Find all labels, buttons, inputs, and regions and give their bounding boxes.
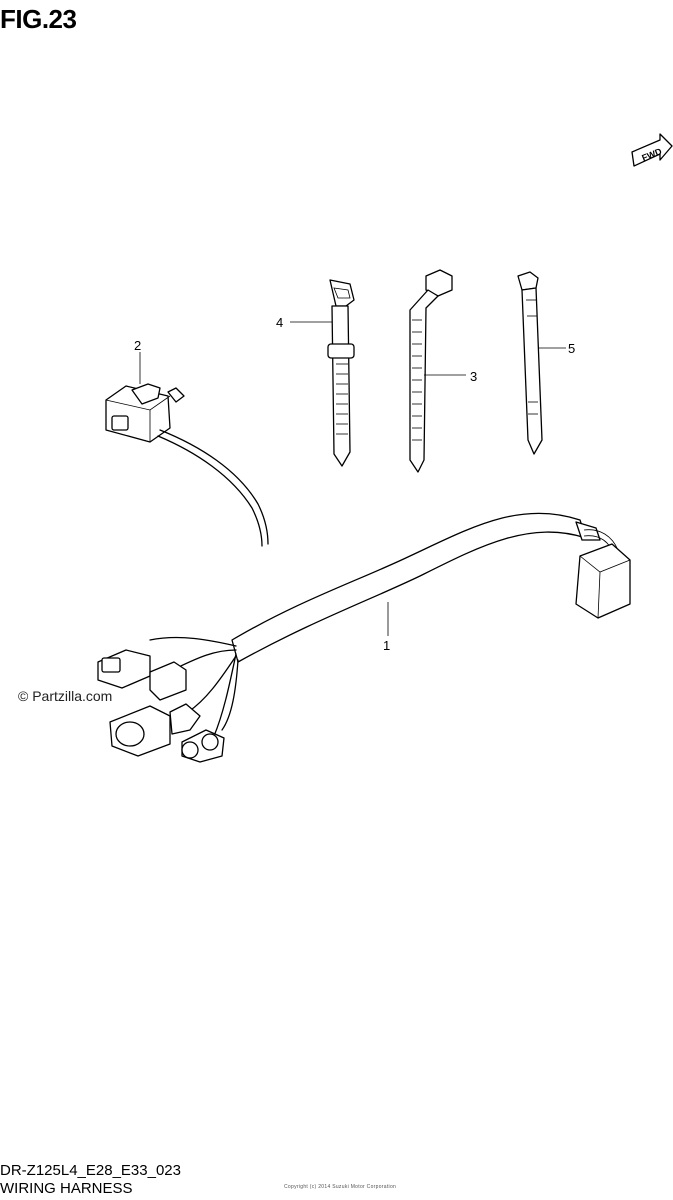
part-2-connector[interactable] bbox=[105, 352, 269, 547]
part-5-cable-tie[interactable] bbox=[517, 271, 566, 455]
callout-1: 1 bbox=[383, 638, 390, 653]
partzilla-watermark: © Partzilla.com bbox=[18, 688, 113, 704]
callout-4: 4 bbox=[276, 315, 283, 330]
callout-5: 5 bbox=[568, 341, 575, 356]
diagram-name: WIRING HARNESS bbox=[0, 1180, 133, 1197]
part-4-band-clamp[interactable] bbox=[290, 279, 355, 467]
fwd-arrow-icon: FWD bbox=[631, 133, 673, 167]
callout-3: 3 bbox=[470, 369, 477, 384]
part-3-clamp[interactable] bbox=[409, 269, 466, 473]
callout-2: 2 bbox=[134, 338, 141, 353]
fine-print: Copyright (c) 2014 Suzuki Motor Corporat… bbox=[284, 1184, 397, 1190]
part-1-wiring-harness[interactable] bbox=[97, 512, 631, 763]
diagram-code: DR-Z125L4_E28_E33_023 bbox=[0, 1162, 181, 1179]
figure-label: FIG.23 bbox=[0, 4, 77, 34]
